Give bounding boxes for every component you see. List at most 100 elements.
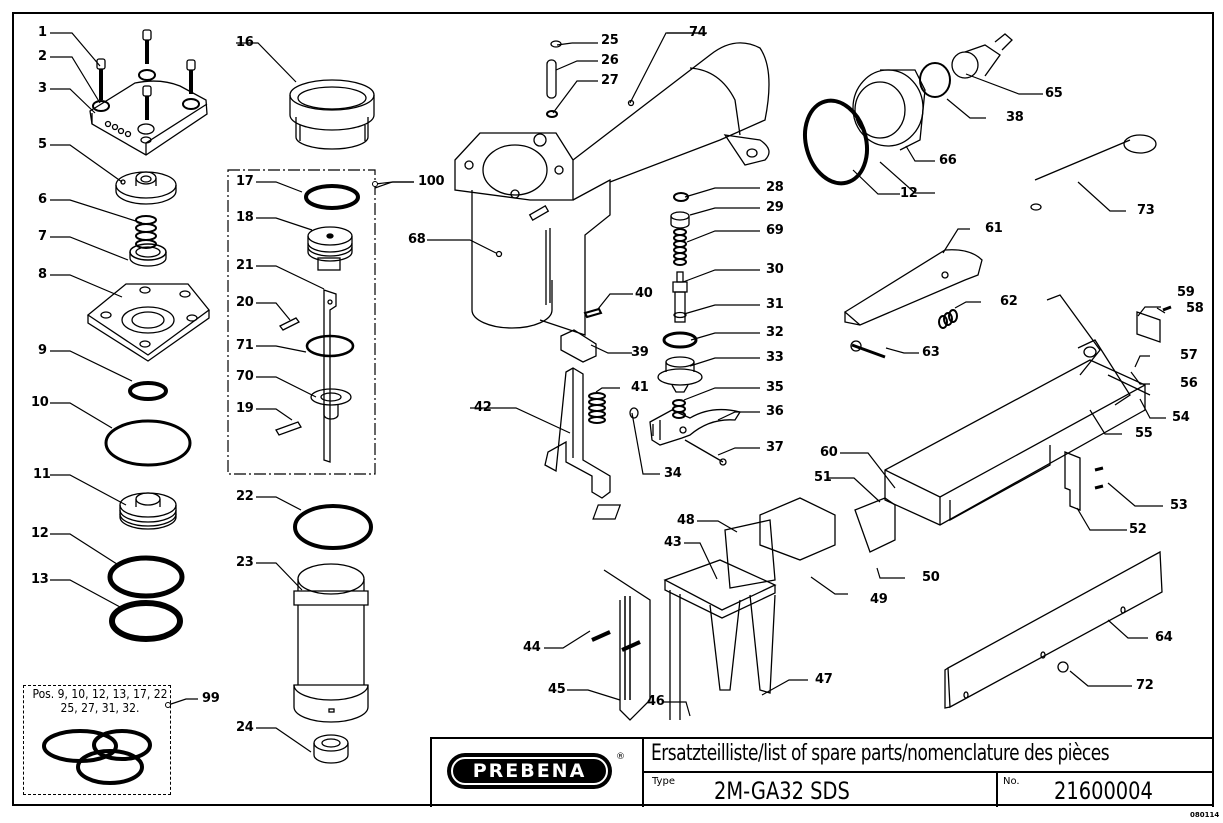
callout-59: 59	[1177, 285, 1195, 300]
callout-72: 72	[1136, 678, 1154, 693]
callout-46: 46	[647, 694, 665, 709]
callout-50: 50	[922, 570, 940, 585]
callout-43: 43	[664, 535, 682, 550]
callout-99: 99	[202, 691, 220, 706]
callout-23: 23	[236, 555, 254, 570]
registered-mark: ®	[616, 752, 625, 762]
part-5-valve-plate	[115, 171, 177, 205]
callout-44: 44	[523, 640, 541, 655]
callout-63: 63	[922, 345, 940, 360]
callout-45: 45	[548, 682, 566, 697]
tool-body	[454, 42, 770, 336]
callout-57: 57	[1180, 348, 1198, 363]
callout-100: 100	[418, 174, 445, 189]
callout-22: 22	[236, 489, 254, 504]
title-block-divider-vertical	[996, 771, 998, 807]
part-16-bushing	[289, 79, 375, 150]
callout-31: 31	[766, 297, 784, 312]
callout-74: 74	[689, 25, 707, 40]
callout-48: 48	[677, 513, 695, 528]
callout-21: 21	[236, 258, 254, 273]
driver-guide-assembly	[591, 497, 896, 721]
kit-99-caption: Pos. 9, 10, 12, 13, 17, 22 25, 27, 31, 3…	[25, 687, 175, 715]
callout-71: 71	[236, 338, 254, 353]
kit-99-rings	[42, 729, 152, 785]
callout-34: 34	[664, 466, 682, 481]
callout-32: 32	[766, 325, 784, 340]
callout-55: 55	[1135, 426, 1153, 441]
callout-12: 12	[31, 526, 49, 541]
callout-62: 62	[1000, 294, 1018, 309]
callout-38: 38	[1006, 110, 1024, 125]
logo-cell	[430, 737, 644, 807]
callout-28: 28	[766, 180, 784, 195]
callout-18: 18	[236, 210, 254, 225]
brand-logo-text: PREBENA	[451, 757, 608, 785]
callout-anchors	[165, 181, 378, 708]
parts-25-27	[546, 40, 562, 118]
callout-37: 37	[766, 440, 784, 455]
callout-27: 27	[601, 73, 619, 88]
group-100-border	[227, 169, 376, 475]
number-value: 21600004	[1054, 777, 1153, 805]
callout-29: 29	[766, 200, 784, 215]
callout-69: 69	[766, 223, 784, 238]
type-label: Type	[652, 776, 675, 787]
callout-58: 58	[1186, 301, 1204, 316]
callout-16: 16	[236, 35, 254, 50]
part-64-cover-plate	[944, 550, 1163, 709]
callout-51: 51	[814, 470, 832, 485]
callout-60: 60	[820, 445, 838, 460]
callout-12b: 12	[900, 186, 918, 201]
part-7-seat	[129, 243, 167, 267]
callout-17: 17	[236, 174, 254, 189]
callout-5: 5	[38, 137, 47, 152]
callout-42: 42	[474, 400, 492, 415]
leader-lines	[50, 32, 1166, 753]
callout-13: 13	[31, 572, 49, 587]
callout-40: 40	[635, 286, 653, 301]
callout-70: 70	[236, 369, 254, 384]
type-value: 2M-GA32 SDS	[714, 777, 850, 805]
kit-99-line1: Pos. 9, 10, 12, 13, 17, 22	[32, 687, 168, 701]
callout-64: 64	[1155, 630, 1173, 645]
callout-1: 1	[38, 25, 47, 40]
cylinder-cap-assembly	[89, 29, 208, 156]
callout-53: 53	[1170, 498, 1188, 513]
drawing-code: 080114	[1190, 811, 1220, 819]
callout-26: 26	[601, 53, 619, 68]
callout-30: 30	[766, 262, 784, 277]
part-11-piston	[119, 492, 177, 530]
callout-24: 24	[236, 720, 254, 735]
air-inlet-parts	[803, 33, 1157, 211]
callout-39: 39	[631, 345, 649, 360]
callout-65: 65	[1045, 86, 1063, 101]
part-8-flange	[86, 283, 210, 362]
callout-25: 25	[601, 33, 619, 48]
kit-99-line2: 25, 27, 31, 32.	[60, 701, 140, 715]
callout-66: 66	[939, 153, 957, 168]
callout-11: 11	[33, 467, 51, 482]
callout-2: 2	[38, 49, 47, 64]
document-title: Ersatzteilliste/list of spare parts/nome…	[651, 741, 1110, 766]
magazine-rail	[884, 294, 1151, 526]
callout-54: 54	[1172, 410, 1190, 425]
callout-68: 68	[408, 232, 426, 247]
trigger-valve-stack	[560, 192, 742, 466]
callout-6: 6	[38, 192, 47, 207]
part-24-bushing	[313, 734, 349, 764]
callout-8: 8	[38, 267, 47, 282]
callout-19: 19	[236, 401, 254, 416]
trigger-lever-61	[843, 249, 983, 359]
callout-3: 3	[38, 81, 47, 96]
callout-49: 49	[870, 592, 888, 607]
group-100-parts	[275, 184, 360, 463]
callout-52: 52	[1129, 522, 1147, 537]
part-42-bracket	[544, 367, 611, 499]
callout-61: 61	[985, 221, 1003, 236]
callout-20: 20	[236, 295, 254, 310]
callout-7: 7	[38, 229, 47, 244]
part-23-cylinder	[293, 563, 369, 723]
callout-73: 73	[1137, 203, 1155, 218]
